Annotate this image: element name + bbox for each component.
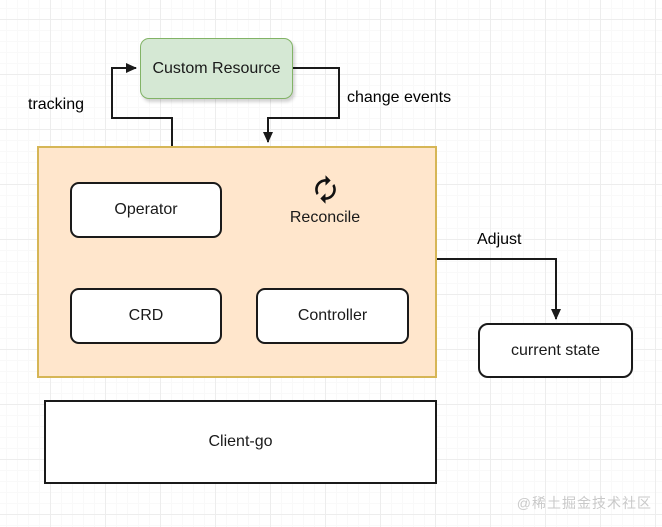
edge-label-change-events: change events	[347, 89, 452, 106]
edge-label-adjust: Adjust	[477, 231, 522, 248]
node-crd-label: CRD	[128, 307, 164, 324]
watermark: @稀土掘金技术社区	[516, 495, 652, 511]
refresh-icon	[314, 175, 336, 204]
node-client-go-label: Client-go	[208, 433, 273, 450]
node-current-state-label: current state	[511, 341, 600, 359]
node-current-state: current state	[478, 323, 633, 378]
node-controller: Controller	[256, 288, 409, 344]
node-operator-label: Operator	[114, 201, 178, 218]
node-crd: CRD	[70, 288, 222, 344]
node-reconcile: Reconcile	[265, 174, 385, 227]
node-client-go: Client-go	[44, 400, 437, 484]
node-custom-resource: Custom Resource	[140, 38, 293, 99]
node-controller-label: Controller	[297, 307, 368, 324]
edge-adjust	[437, 258, 561, 320]
node-custom-resource-label: Custom Resource	[152, 59, 281, 77]
node-reconcile-label: Reconcile	[289, 209, 361, 226]
edge-label-tracking: tracking	[28, 96, 85, 113]
node-operator: Operator	[70, 182, 222, 238]
